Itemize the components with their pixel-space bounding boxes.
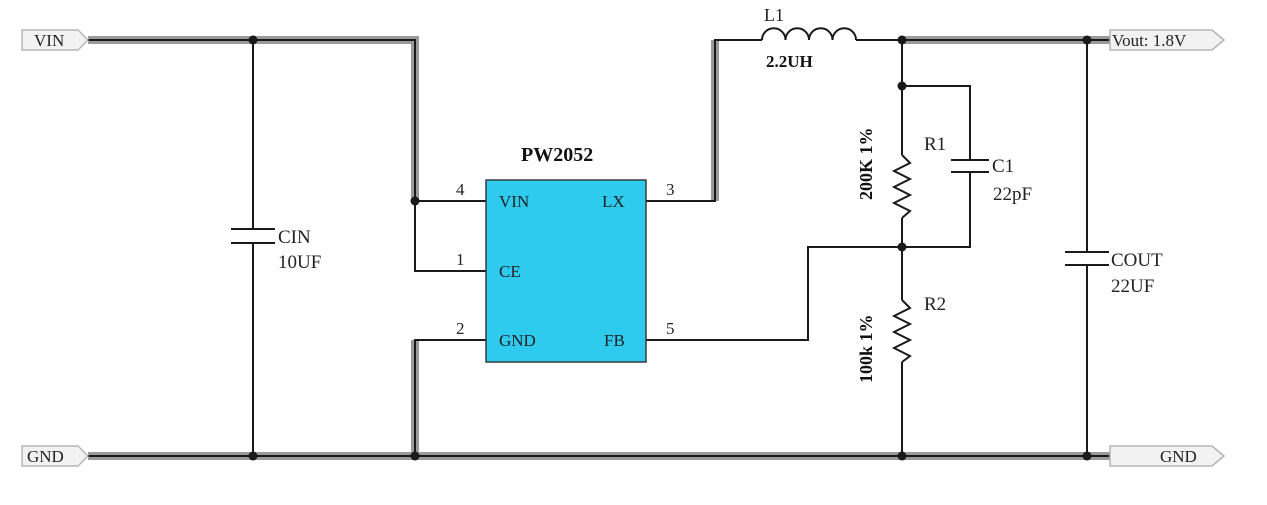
c1-value: 22pF [993, 184, 1032, 205]
port-gnd-right: GND [1109, 445, 1226, 467]
ic-name: PW2052 [521, 144, 593, 166]
ic-pin-vin-label: VIN [499, 192, 529, 211]
cout-value: 22UF [1111, 276, 1154, 297]
cout-ref: COUT [1111, 250, 1163, 271]
cin-ref: CIN [278, 227, 311, 248]
port-vin-label: VIN [34, 31, 64, 50]
port-gnd-left-label: GND [27, 447, 64, 466]
port-gnd-left: GND [21, 445, 90, 467]
port-vin: VIN [21, 29, 90, 51]
ic-pin-4-number: 4 [456, 180, 465, 199]
inductor-l1: L1 2.2UH [761, 5, 857, 71]
port-vout: Vout: 1.8V [1109, 29, 1226, 51]
junctions [248, 35, 1092, 461]
ic-pin-5-number: 5 [666, 319, 675, 338]
capacitor-c1: C1 22pF [951, 156, 1032, 205]
port-vout-label: Vout: 1.8V [1112, 31, 1187, 50]
r2-value: 100k 1% [856, 314, 876, 383]
ic-pw2052: PW2052 VIN CE GND LX FB 4 1 2 3 5 [456, 144, 675, 363]
c1-ref: C1 [992, 156, 1014, 177]
ic-pin-lx-label: LX [602, 192, 625, 211]
resistor-r1: R1 200K 1% [856, 127, 946, 219]
l1-value: 2.2UH [766, 52, 813, 71]
capacitor-cin: CIN 10UF [231, 227, 321, 273]
r1-value: 200K 1% [856, 127, 876, 200]
ic-pin-2-number: 2 [456, 319, 465, 338]
ic-body [485, 179, 647, 363]
capacitor-cout: COUT 22UF [1065, 250, 1163, 297]
r1-ref: R1 [924, 134, 946, 155]
ic-pin-ce-label: CE [499, 262, 521, 281]
r2-ref: R2 [924, 294, 946, 315]
ic-pin-3-number: 3 [666, 180, 675, 199]
resistor-r2: R2 100k 1% [856, 294, 946, 383]
l1-ref: L1 [764, 5, 784, 25]
port-gnd-right-label: GND [1160, 447, 1197, 466]
ic-pin-gnd-label: GND [499, 331, 536, 350]
ic-pin-fb-label: FB [604, 331, 625, 350]
ic-pin-1-number: 1 [456, 250, 465, 269]
cin-value: 10UF [278, 252, 321, 273]
